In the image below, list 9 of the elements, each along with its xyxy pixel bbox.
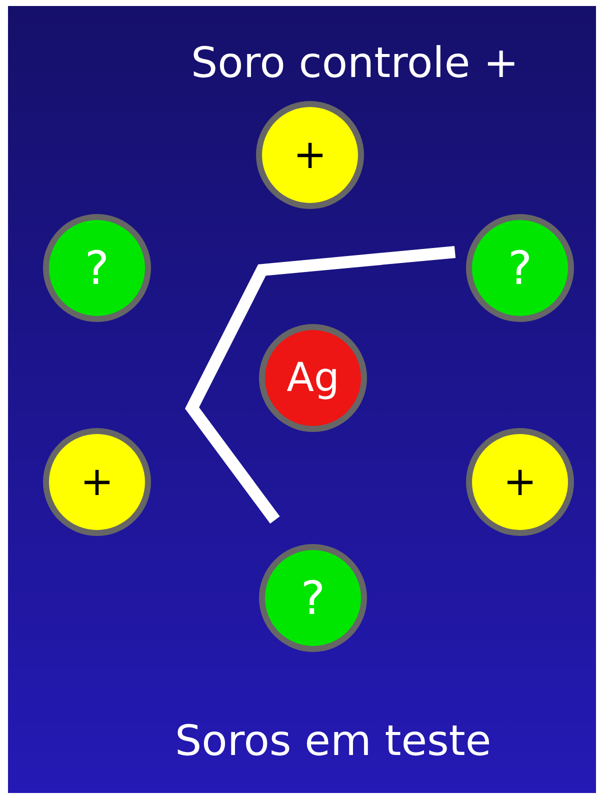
well-label: ? xyxy=(508,245,532,291)
well-label: ? xyxy=(300,575,326,621)
well-label: + xyxy=(80,462,114,502)
well-label: + xyxy=(503,462,537,502)
test-sera-label: Soros em teste xyxy=(175,716,492,764)
well-label: + xyxy=(293,135,327,175)
well-label: Ag xyxy=(286,358,340,398)
control-serum-label: Soro controle + xyxy=(191,38,519,86)
well-label: ? xyxy=(84,245,110,291)
